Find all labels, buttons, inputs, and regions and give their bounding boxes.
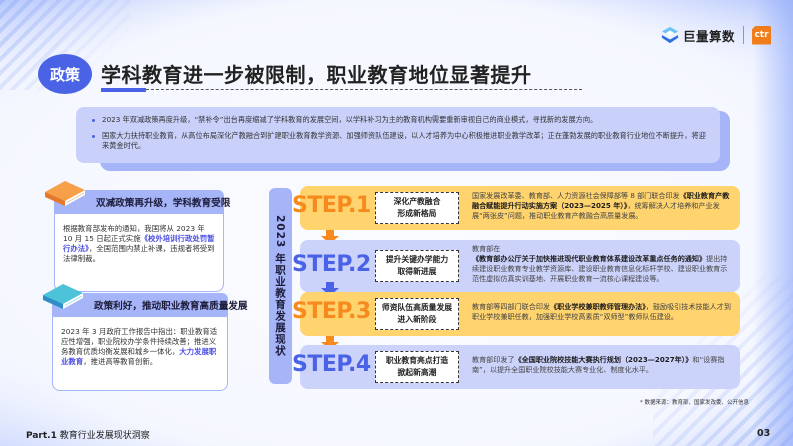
intro-bullet: 2023 年双减政策再度升级，“禁补令”出台再度缩减了学科教育的发展空间，以学科… [92,115,706,125]
card-highlight: 大力发展职业教育 [61,347,217,366]
logo-bar: 巨量算数 ctr [661,24,772,46]
policy-badge: 政策 [38,54,92,94]
card-text: 2023 年 3 月政府工作报告中指出：职业教育适应性增强，职业院校办学条件持续… [61,327,218,356]
step-desc-bold: 《全国职业院校技能大赛执行规划（2023—2027年）》 [514,355,693,364]
step-desc-text: 提出持续建设职业教育专业教学资源库、建设职业教育信息化标杆学校、建设职业教育示范… [472,254,728,283]
juliang-logo-icon [661,26,679,44]
teal-book-icon [43,284,83,309]
step-tag-line: 深化产教融合 [393,197,441,206]
step-desc-text: 教育部在 [472,244,501,253]
intro-summary-box: 2023 年双减政策再度升级，“禁补令”出台再度缩减了学科教育的发展空间，以学科… [76,107,720,163]
ctr-logo: ctr [752,25,772,45]
card-body: 根据教育部发布的通知，我国将从 2023 年 10 月 15 日起正式实施《校外… [54,214,224,292]
step-desc-text: 和“设赛指南”，以提升全国职业院校技能大赛专业化、制度化水平。 [472,355,725,374]
step-description: 教育部在《教育部办公厅关于加快推进现代职业教育体系建设改革重点任务的通知》提出持… [472,244,734,284]
step-desc-text: 国家发展改革委、教育部、人力资源社会保障部等 8 部门联合印发 [472,191,680,200]
decorative-edge-glow [753,0,793,446]
step-2-row: STEP.2 提升关键办学能力取得新进展 教育部在《教育部办公厅关于加快推进现代… [292,240,740,292]
brand-logo-text: 巨量算数 [683,28,736,44]
card-highlight: 《校外培训行政处罚暂行办法》 [63,234,215,253]
page-number: 03 [757,428,771,439]
step-tag-line: 形成新格局 [397,209,437,218]
step-number: STEP.4 [292,352,371,377]
card-title: 政策利好，推动职业教育高质量发展 [94,301,248,312]
step-description: 教育部等四部门联合印发《职业学校兼职教师管理办法》，鼓励吸引技术技能人才到职业学… [472,302,734,322]
card-header: 政策利好，推动职业教育高质量发展 [43,284,248,317]
step-1-row: STEP.1 深化产教融合形成新格局 国家发展改革委、教育部、人力资源社会保障部… [292,186,740,230]
step-tag-line: 取得新进展 [397,267,437,276]
logo-divider [743,26,745,44]
step-description: 教育部印发了《全国职业院校技能大赛执行规划（2023—2027年）》和“设赛指南… [472,355,734,375]
step-tag-line: 掀起新高潮 [397,368,437,377]
step-desc-text: 教育部印发了 [472,355,515,364]
step-tag-line: 师资队伍高质量发展 [381,303,453,312]
title-underline-dashed [146,89,582,90]
card-text: 根据教育部发布的通知，我国将从 2023 年 10 月 15 日起正式实施 [63,224,205,243]
page-title: 学科教育进一步被限制，职业教育地位显著提升 [101,63,532,87]
step-4-row: STEP.4 职业教育亮点打造掀起新高潮 教育部印发了《全国职业院校技能大赛执行… [292,345,740,389]
step-desc-bold: 《职业教育产教融合赋能提升行动实施方案（2023—2025 年）》 [472,191,730,210]
footer-section: 教育行业发展现状洞察 [59,431,150,441]
step-tag: 师资队伍高质量发展进入新阶段 [375,298,459,330]
step-tag: 提升关键办学能力取得新进展 [375,250,459,282]
step-number: STEP.2 [292,252,371,277]
vertical-section-label: 2023 年职业教育发展现状 [269,188,292,384]
vertical-label-text: 2023 年职业教育发展现状 [274,215,286,357]
footer-part: Part.1 [26,431,57,441]
card-double-reduction: 双减政策再升级，学科教育受限 根据教育部发布的通知，我国将从 2023 年 10… [45,181,230,292]
intro-bullet: 国家大力扶持职业教育，从高位布局深化产教融合到扩建职业教育教学资源、加强师资队伍… [92,131,706,151]
step-desc-text: 教育部等四部门联合印发 [472,302,551,311]
card-body: 2023 年 3 月政府工作报告中指出：职业教育适应性增强，职业院校办学条件持续… [52,317,228,391]
step-desc-bold: 《职业学校兼职教师管理办法》 [550,302,646,311]
step-desc-text: ，统筹解决人才培养和产业发展“两张皮”问题，推动职业教育产教融合高质量发展。 [472,201,720,220]
footer-section-label: Part.1 教育行业发展现状洞察 [26,428,150,441]
step-3-row: STEP.3 师资队伍高质量发展进入新阶段 教育部等四部门联合印发《职业学校兼职… [292,292,740,336]
step-desc-bold: 《教育部办公厅关于加快推进现代职业教育体系建设改革重点任务的通知》 [472,254,707,263]
step-desc-text: ，鼓励吸引技术技能人才到职业学校兼职任教，加强职业学校高素质“双师型”教师队伍建… [472,302,731,321]
step-number: STEP.3 [292,299,371,324]
card-text: ，推进高等教育创新。 [83,357,158,366]
card-text: ，全国范围内禁止补课，违规者将受到法律制裁。 [63,244,215,263]
title-underline-accent [101,88,146,92]
page-header: 政策 学科教育进一步被限制，职业教育地位显著提升 [38,54,582,94]
card-header: 双减政策再升级，学科教育受限 [45,181,230,214]
step-tag-line: 职业教育亮点打造 [385,356,449,365]
step-tag: 职业教育亮点打造掀起新高潮 [375,351,459,383]
card-vocational-policy: 政策利好，推动职业教育高质量发展 2023 年 3 月政府工作报告中指出：职业教… [43,284,248,391]
step-tag: 深化产教融合形成新格局 [375,192,459,224]
card-title: 双减政策再升级，学科教育受限 [96,198,231,209]
step-tag-line: 提升关键办学能力 [385,255,449,264]
step-tag-line: 进入新阶段 [397,315,437,324]
orange-book-icon [45,181,85,206]
step-number: STEP.1 [292,193,371,218]
data-source-note: * 数据来源：教育部、国家发改委、公开信息 [640,400,749,406]
step-description: 国家发展改革委、教育部、人力资源社会保障部等 8 部门联合印发《职业教育产教融合… [472,191,734,221]
